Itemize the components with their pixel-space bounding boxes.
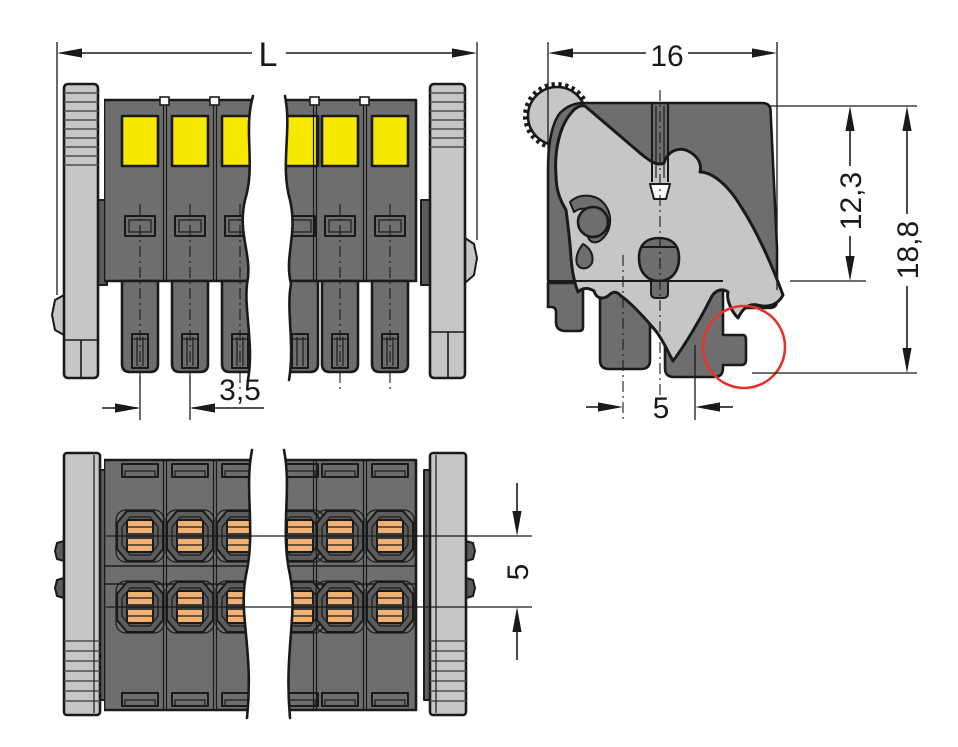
locking-lever	[554, 104, 785, 363]
dim-label-upper-height: 12,3	[835, 172, 868, 230]
dim-label-side-pin-spacing: 5	[653, 392, 670, 425]
front-housing-left-section	[104, 96, 253, 374]
front-housing-right-section	[285, 96, 418, 374]
dimension-upper-height: 12,3	[835, 106, 868, 281]
break-edge	[283, 94, 294, 382]
cam	[637, 236, 681, 283]
bottom-left-strain-relief-plate	[54, 451, 107, 717]
lever-pivot-beak	[575, 243, 594, 270]
push-in-slot	[649, 103, 671, 200]
bottom-right-strain-relief-plate	[423, 451, 476, 717]
dimension-pole-pitch: 3,5	[102, 374, 264, 420]
pivot-pin	[576, 205, 610, 239]
bottom-view: 5	[54, 448, 535, 720]
dimension-row-spacing: 5	[502, 483, 535, 660]
rib-lines	[64, 92, 98, 166]
bottom-housing-left-section	[104, 458, 252, 712]
front-centerlines	[139, 204, 391, 392]
dim-label-pole-pitch: 3,5	[219, 374, 261, 407]
front-view: L 3,5	[51, 36, 478, 420]
dimension-overall-length: L	[56, 36, 478, 295]
dimension-total-height: 18,8	[892, 106, 925, 373]
latch-foot-highlight-circle	[701, 304, 787, 390]
bottom-housing-right-section	[284, 458, 418, 712]
dimension-housing-depth: 16	[547, 40, 778, 290]
dim-label-row-spacing: 5	[502, 564, 535, 581]
side-view: 16 12,3 18,8 5	[523, 40, 925, 425]
front-right-strain-relief-plate	[420, 82, 478, 380]
break-edge	[241, 94, 255, 382]
side-left-step-block	[546, 281, 585, 333]
break-edge	[282, 448, 294, 720]
dim-label-total-height: 18,8	[892, 221, 925, 279]
dim-label-overall-length: L	[259, 36, 278, 74]
dimension-side-pin-spacing: 5	[586, 345, 733, 425]
break-edge	[242, 448, 254, 720]
front-left-strain-relief-plate	[51, 82, 108, 380]
dim-label-housing-depth: 16	[650, 40, 683, 73]
